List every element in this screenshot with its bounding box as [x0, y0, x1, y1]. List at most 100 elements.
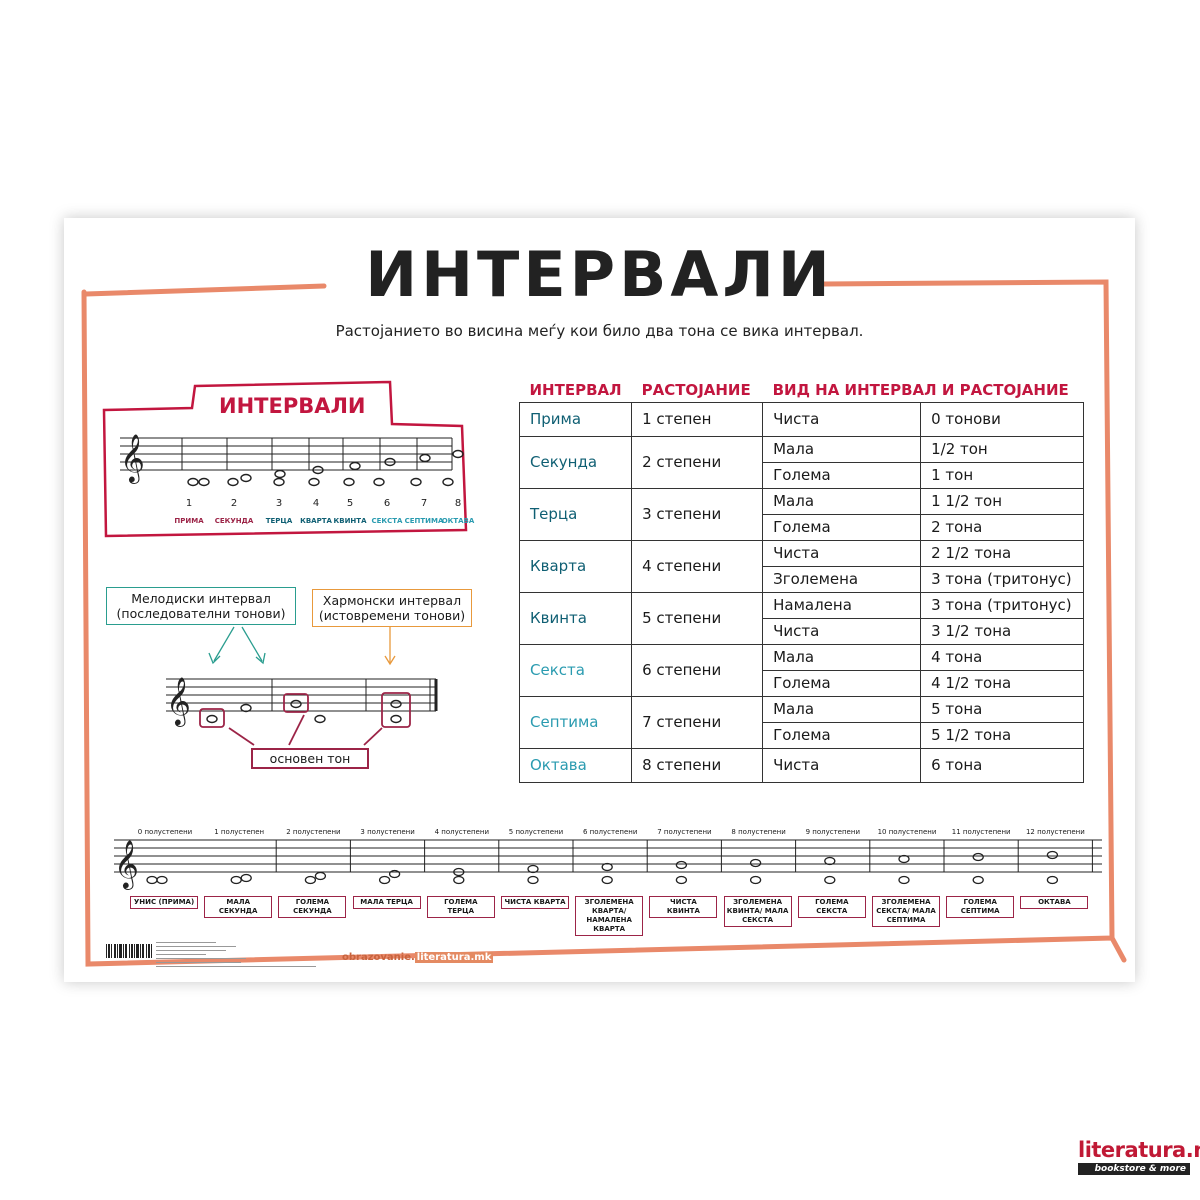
- table-cell-type: Голема: [762, 669, 922, 697]
- table-cell-tones: 4 1/2 тона: [920, 669, 1085, 697]
- melodic-interval-callout: Мелодиски интервал (последователни тонов…: [106, 587, 296, 625]
- base-tone-label: основен тон: [251, 748, 369, 769]
- semitone-count-label: 2 полустепени: [286, 828, 341, 836]
- table-cell-type: Чиста: [762, 401, 922, 437]
- table-cell-distance: 7 степени: [631, 695, 764, 749]
- semitone-count-label: 3 полустепени: [360, 828, 415, 836]
- table-cell-interval: Секунда: [518, 435, 633, 489]
- interval-number: 3: [275, 498, 283, 509]
- melodic-line1: Мелодиски интервал: [131, 591, 271, 606]
- table-cell-tones: 1/2 тон: [920, 435, 1085, 463]
- interval-number: 7: [420, 498, 428, 509]
- interval-name: СЕПТИМА: [404, 517, 444, 525]
- semitone-count-label: 10 полустепени: [877, 828, 937, 836]
- table-cell-tones: 4 тона: [920, 643, 1085, 671]
- harmonic-line2: (истовремени тонови): [318, 608, 466, 623]
- table-cell-interval: Октава: [518, 747, 633, 783]
- table-cell-tones: 2 1/2 тона: [920, 539, 1085, 567]
- semitone-interval-name: ЧИСТА КВАРТА: [501, 896, 569, 909]
- table-cell-distance: 5 степени: [631, 591, 764, 645]
- poster-frame: [81, 279, 1127, 967]
- svg-text:𝄞: 𝄞: [120, 433, 145, 484]
- intervals-table: ИНТЕРВАЛ РАСТОЈАНИЕ ВИД НА ИНТЕРВАЛ И РА…: [518, 378, 1085, 783]
- semitone-interval-name: МАЛА СЕКУНДА: [204, 896, 273, 918]
- table-cell-type: Мала: [762, 695, 922, 723]
- semitone-interval-name: ЗГОЛЕМЕНА КВАРТА/ НАМАЛЕНА КВАРТА: [575, 896, 644, 936]
- interval-name: ПРИМА: [174, 517, 204, 525]
- table-cell-tones: 3 тона (тритонус): [920, 591, 1085, 619]
- table-cell-type: Мала: [762, 487, 922, 515]
- semitone-upper-note: [240, 873, 252, 883]
- table-cell-type: Мала: [762, 643, 922, 671]
- table-cell-tones: 1 1/2 тон: [920, 487, 1085, 515]
- semitone-base-note: [156, 875, 168, 885]
- semitone-count-label: 8 полустепени: [731, 828, 786, 836]
- table-cell-tones: 6 тона: [920, 747, 1085, 783]
- table-header-interval: ИНТЕРВАЛ: [529, 380, 622, 399]
- semitone-interval-name: УНИС (ПРИМА): [130, 896, 198, 909]
- semitone-interval-name: ЗГОЛЕМЕНА СЕКСТА/ МАЛА СЕПТИМА: [872, 896, 940, 927]
- table-cell-tones: 5 тона: [920, 695, 1085, 723]
- interval-name: СЕКСТА: [371, 517, 403, 525]
- table-cell-interval: Терца: [518, 487, 633, 541]
- poster: ИНТЕРВАЛИ Растојанието во висина меѓу ко…: [64, 218, 1135, 982]
- table-cell-interval: Прима: [518, 401, 633, 437]
- semitone-base-note: [527, 875, 539, 885]
- semitone-base-note: [230, 875, 242, 885]
- table-cell-interval: Секста: [518, 643, 633, 697]
- semitone-upper-note: [527, 864, 539, 874]
- interval-number: 1: [185, 498, 193, 509]
- svg-text:𝄞: 𝄞: [114, 839, 139, 890]
- semitone-count-label: 6 полустепени: [582, 828, 638, 836]
- semitone-base-note: [749, 875, 762, 885]
- publisher-logo-left: obrazovanie.: [342, 952, 415, 963]
- table-cell-tones: 1 тон: [920, 461, 1085, 489]
- table-cell-type: Голема: [762, 461, 922, 489]
- interval-number: 6: [383, 498, 391, 509]
- harmonic-line1: Хармонски интервал: [322, 593, 462, 608]
- semitone-upper-note: [898, 854, 910, 864]
- interval-number: 2: [230, 498, 238, 509]
- semitone-base-note: [453, 875, 465, 885]
- table-cell-interval: Септима: [518, 695, 633, 749]
- table-cell-type: Зголемена: [762, 565, 922, 593]
- poster-subtitle: Растојанието во висина меѓу кои било два…: [335, 322, 864, 340]
- interval-number: 4: [312, 498, 320, 509]
- semitone-count-label: 5 полустепени: [508, 828, 564, 836]
- semitone-count-label: 9 полустепени: [805, 828, 860, 836]
- table-cell-tones: 0 тонови: [920, 401, 1085, 437]
- interval-number: 5: [346, 498, 354, 509]
- table-cell-type: Чиста: [762, 539, 922, 567]
- watermark-brand: literatura.mk: [1078, 1138, 1200, 1162]
- table-cell-interval: Квинта: [518, 591, 633, 645]
- semitone-interval-name: ГОЛЕМА СЕПТИМА: [946, 896, 1015, 918]
- semitone-interval-name: ОКТАВА: [1020, 896, 1089, 909]
- semitone-upper-note: [1046, 850, 1059, 860]
- table-cell-type: Чиста: [762, 747, 922, 783]
- table-cell-tones: 3 1/2 тона: [920, 617, 1085, 645]
- semitone-count-label: 11 полустепени: [951, 828, 1011, 836]
- semitone-interval-name: ЗГОЛЕМЕНА КВИНТА/ МАЛА СЕКСТА: [723, 896, 792, 927]
- interval-number: 8: [454, 498, 462, 509]
- table-cell-type: Голема: [762, 721, 922, 749]
- semitone-upper-note: [601, 862, 613, 872]
- table-cell-type: Намалена: [762, 591, 922, 619]
- table-cell-distance: 1 степен: [631, 401, 764, 437]
- semitone-upper-note: [314, 871, 327, 881]
- semitone-count-label: 0 полустепени: [137, 828, 193, 836]
- table-header-type: ВИД НА ИНТЕРВАЛ И РАСТОЈАНИЕ: [772, 380, 1069, 399]
- semitone-base-note: [378, 875, 391, 885]
- semitone-upper-note: [972, 852, 984, 862]
- semitone-base-note: [601, 875, 613, 885]
